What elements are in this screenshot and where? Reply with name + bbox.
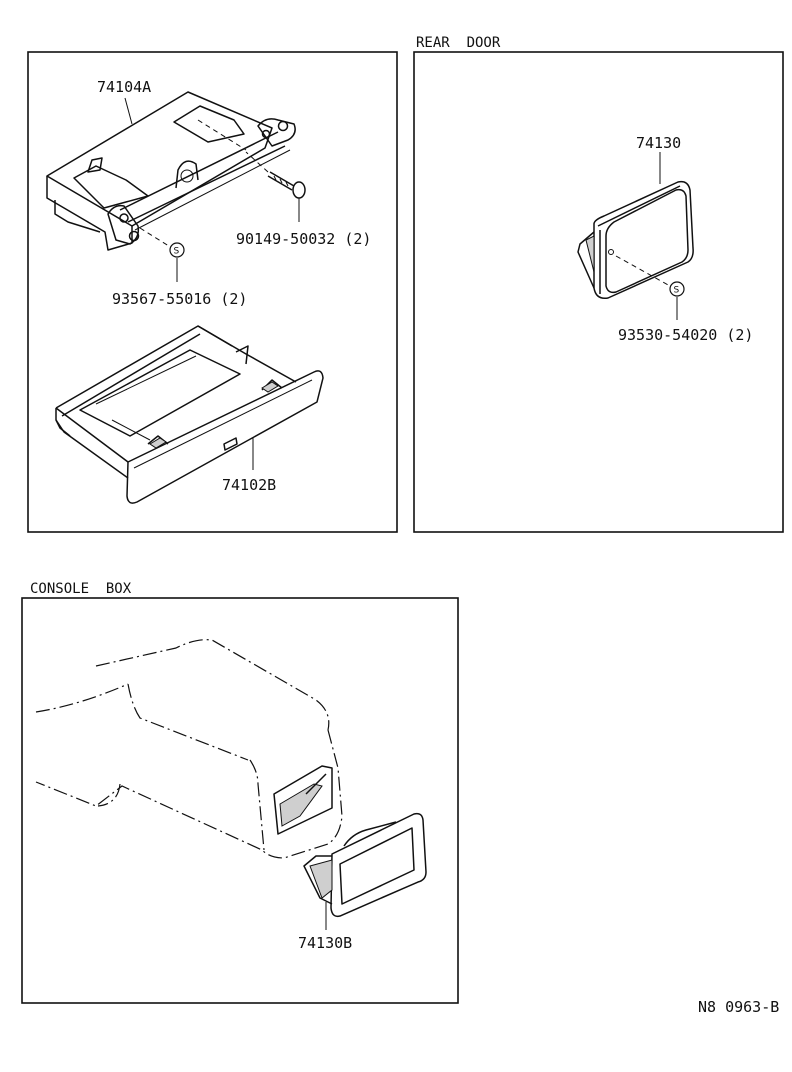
- front-tray-frame: [27, 51, 398, 533]
- label-74130b: 74130B: [298, 934, 352, 952]
- console-box-title: CONSOLE BOX: [30, 581, 132, 597]
- label-74102b: 74102B: [222, 476, 276, 494]
- rear-door-frame: [413, 51, 784, 533]
- svg-text:S: S: [174, 247, 180, 257]
- s-symbol-93530: S: [669, 281, 685, 297]
- rear-door-title: REAR DOOR: [416, 35, 501, 51]
- ashtray-74130b-drawing: [303, 812, 427, 918]
- holder-74104a-drawing: [46, 91, 296, 251]
- ashtray-74130-drawing: [577, 180, 694, 300]
- label-93530: 93530-54020 (2): [618, 326, 753, 344]
- leader-74104a: [124, 97, 133, 125]
- fastener-path-93567: [139, 227, 173, 249]
- label-93567: 93567-55016 (2): [112, 290, 247, 308]
- svg-text:S: S: [674, 286, 680, 296]
- fastener-path-93530: [615, 255, 671, 287]
- label-74104a: 74104A: [97, 78, 151, 96]
- console-box-frame: [21, 597, 459, 1004]
- label-90149: 90149-50032 (2): [236, 230, 371, 248]
- screw-90149-drawing: [245, 151, 306, 199]
- label-74130: 74130: [636, 134, 681, 152]
- tray-74102b-drawing: [55, 325, 324, 504]
- s-symbol-93567: S: [169, 242, 185, 258]
- console-box-drawing: [35, 639, 343, 859]
- drawing-number: N8 0963-B: [698, 998, 779, 1016]
